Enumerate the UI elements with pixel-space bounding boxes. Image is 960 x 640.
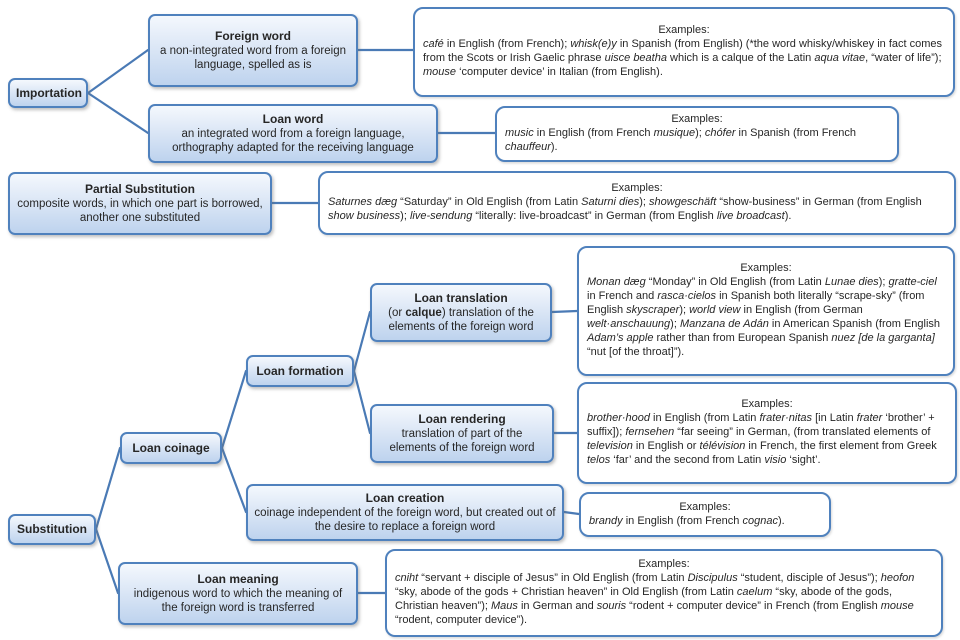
examples-text: music in English (from French musique); …: [505, 127, 856, 153]
node-description: an integrated word from a foreign langua…: [172, 127, 414, 154]
node-title: Substitution: [17, 522, 87, 536]
connector-loan-formation-loan-translation: [352, 310, 372, 373]
examples-box-loan-translation: Examples: Monan dæg “Monday” in Old Engl…: [577, 246, 955, 376]
examples-text: cniht “servant + disciple of Jesus” in O…: [395, 572, 915, 626]
examples-header: Examples:: [740, 262, 792, 275]
connector-substitution-loan-coinage: [94, 446, 122, 531]
examples-text: café in English (from French); whisk(e)y…: [423, 38, 943, 78]
connector-importation-foreign-word: [86, 48, 150, 95]
node-loan-meaning: Loan meaning indigenous word to which th…: [118, 562, 358, 625]
connector-loan-coinage-loan-creation: [220, 446, 248, 514]
examples-text: Saturnes dæg “Saturday” in Old English (…: [328, 196, 922, 222]
examples-box-loan-rendering: Examples: brother·hood in English (from …: [577, 382, 957, 484]
node-title: Loan rendering: [418, 411, 506, 426]
node-description: a non-integrated word from a foreign lan…: [159, 44, 347, 71]
connector-loan-formation-loan-rendering: [352, 369, 372, 435]
examples-text: brandy in English (from French cognac).: [589, 514, 785, 527]
examples-box-partial-substitution: Examples: Saturnes dæg “Saturday” in Old…: [318, 171, 956, 235]
node-substitution: Substitution: [8, 514, 96, 545]
connector-importation-loan-word: [86, 91, 150, 135]
node-description: composite words, in which one part is bo…: [17, 197, 263, 224]
connector-loan-creation-examples: [562, 510, 581, 516]
node-loan-rendering: Loan rendering translation of part of th…: [370, 404, 554, 463]
examples-header: Examples:: [671, 113, 723, 126]
connector-loan-coinage-loan-formation: [220, 369, 248, 450]
examples-box-loan-word: Examples: music in English (from French …: [495, 106, 899, 162]
node-title: Loan meaning: [197, 571, 279, 586]
node-loan-formation: Loan formation: [246, 355, 354, 387]
examples-text: brother·hood in English (from Latin frat…: [587, 412, 937, 466]
node-title: Loan creation: [365, 490, 445, 505]
examples-header: Examples:: [658, 24, 710, 37]
node-title: Loan word: [262, 111, 324, 126]
examples-box-loan-creation: Examples: brandy in English (from French…: [579, 492, 831, 537]
node-title: Importation: [16, 85, 82, 100]
examples-header: Examples:: [679, 500, 731, 513]
connector-loan-translation-examples: [550, 309, 579, 314]
node-title: Loan coinage: [132, 440, 210, 455]
node-loan-coinage: Loan coinage: [120, 432, 222, 464]
node-loan-creation: Loan creation coinage independent of the…: [246, 484, 564, 541]
node-importation: Importation: [8, 78, 88, 108]
node-description: coinage independent of the foreign word,…: [254, 506, 556, 533]
examples-header: Examples:: [638, 558, 690, 571]
examples-header: Examples:: [741, 398, 793, 411]
examples-header: Examples:: [611, 182, 663, 195]
node-title: Partial Substitution: [84, 181, 195, 196]
node-loan-word: Loan word an integrated word from a fore…: [148, 104, 438, 163]
node-loan-translation: Loan translation (or calque) translation…: [370, 283, 552, 342]
node-title: Loan translation: [414, 290, 508, 305]
examples-box-foreign-word: Examples: café in English (from French);…: [413, 7, 955, 97]
node-partial-substitution: Partial Substitution composite words, in…: [8, 172, 272, 235]
examples-box-loan-meaning: Examples: cniht “servant + disciple of J…: [385, 549, 943, 637]
node-title: Loan formation: [256, 363, 344, 378]
connector-substitution-loan-meaning: [94, 527, 120, 595]
node-description: translation of part of the elements of t…: [389, 427, 535, 454]
node-description: indigenous word to which the meaning of …: [133, 587, 343, 614]
examples-text: Monan dæg “Monday” in Old English (from …: [587, 276, 941, 358]
node-title: Foreign word: [215, 28, 291, 43]
node-description: (or calque) translation of the elements …: [388, 306, 534, 333]
node-foreign-word: Foreign word a non-integrated word from …: [148, 14, 358, 87]
